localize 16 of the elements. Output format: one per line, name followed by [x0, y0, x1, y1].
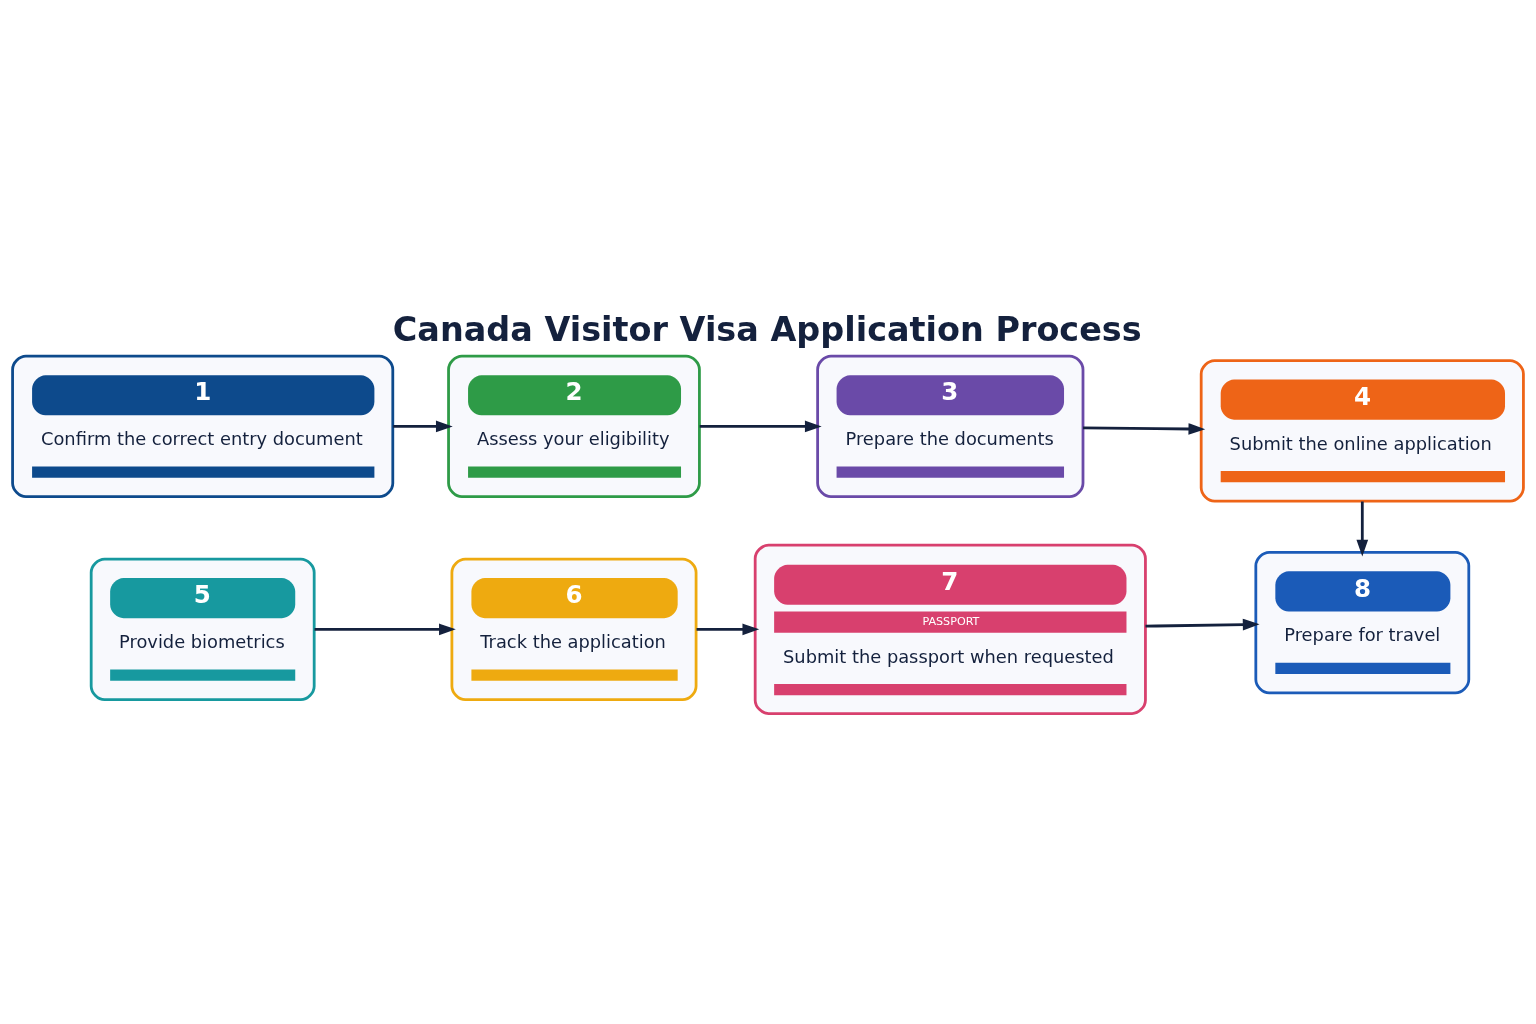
arrow — [1145, 618, 1260, 631]
node-box: 7 PASSPORT Submit the passport when requested — [753, 543, 1147, 715]
arrow — [699, 420, 822, 433]
arrow — [1356, 501, 1369, 557]
node-box: 1 Confirm the correct entry document — [11, 354, 395, 499]
arrow — [393, 420, 453, 433]
arrow — [314, 623, 456, 636]
node-box: 6 Track the application — [450, 557, 698, 701]
node-box: 4 Submit the online application — [1199, 359, 1525, 503]
node-box: 3 Prepare the documents — [816, 354, 1085, 499]
node-box: 5 Provide biometrics — [89, 557, 316, 701]
node-box: 8 Prepare for travel — [1254, 551, 1471, 695]
node-box: 2 Assess your eligibility — [447, 354, 701, 499]
arrow — [696, 623, 760, 636]
diagram-title: Canada Visitor Visa Application Process — [392, 309, 1142, 349]
arrow — [1083, 423, 1206, 435]
